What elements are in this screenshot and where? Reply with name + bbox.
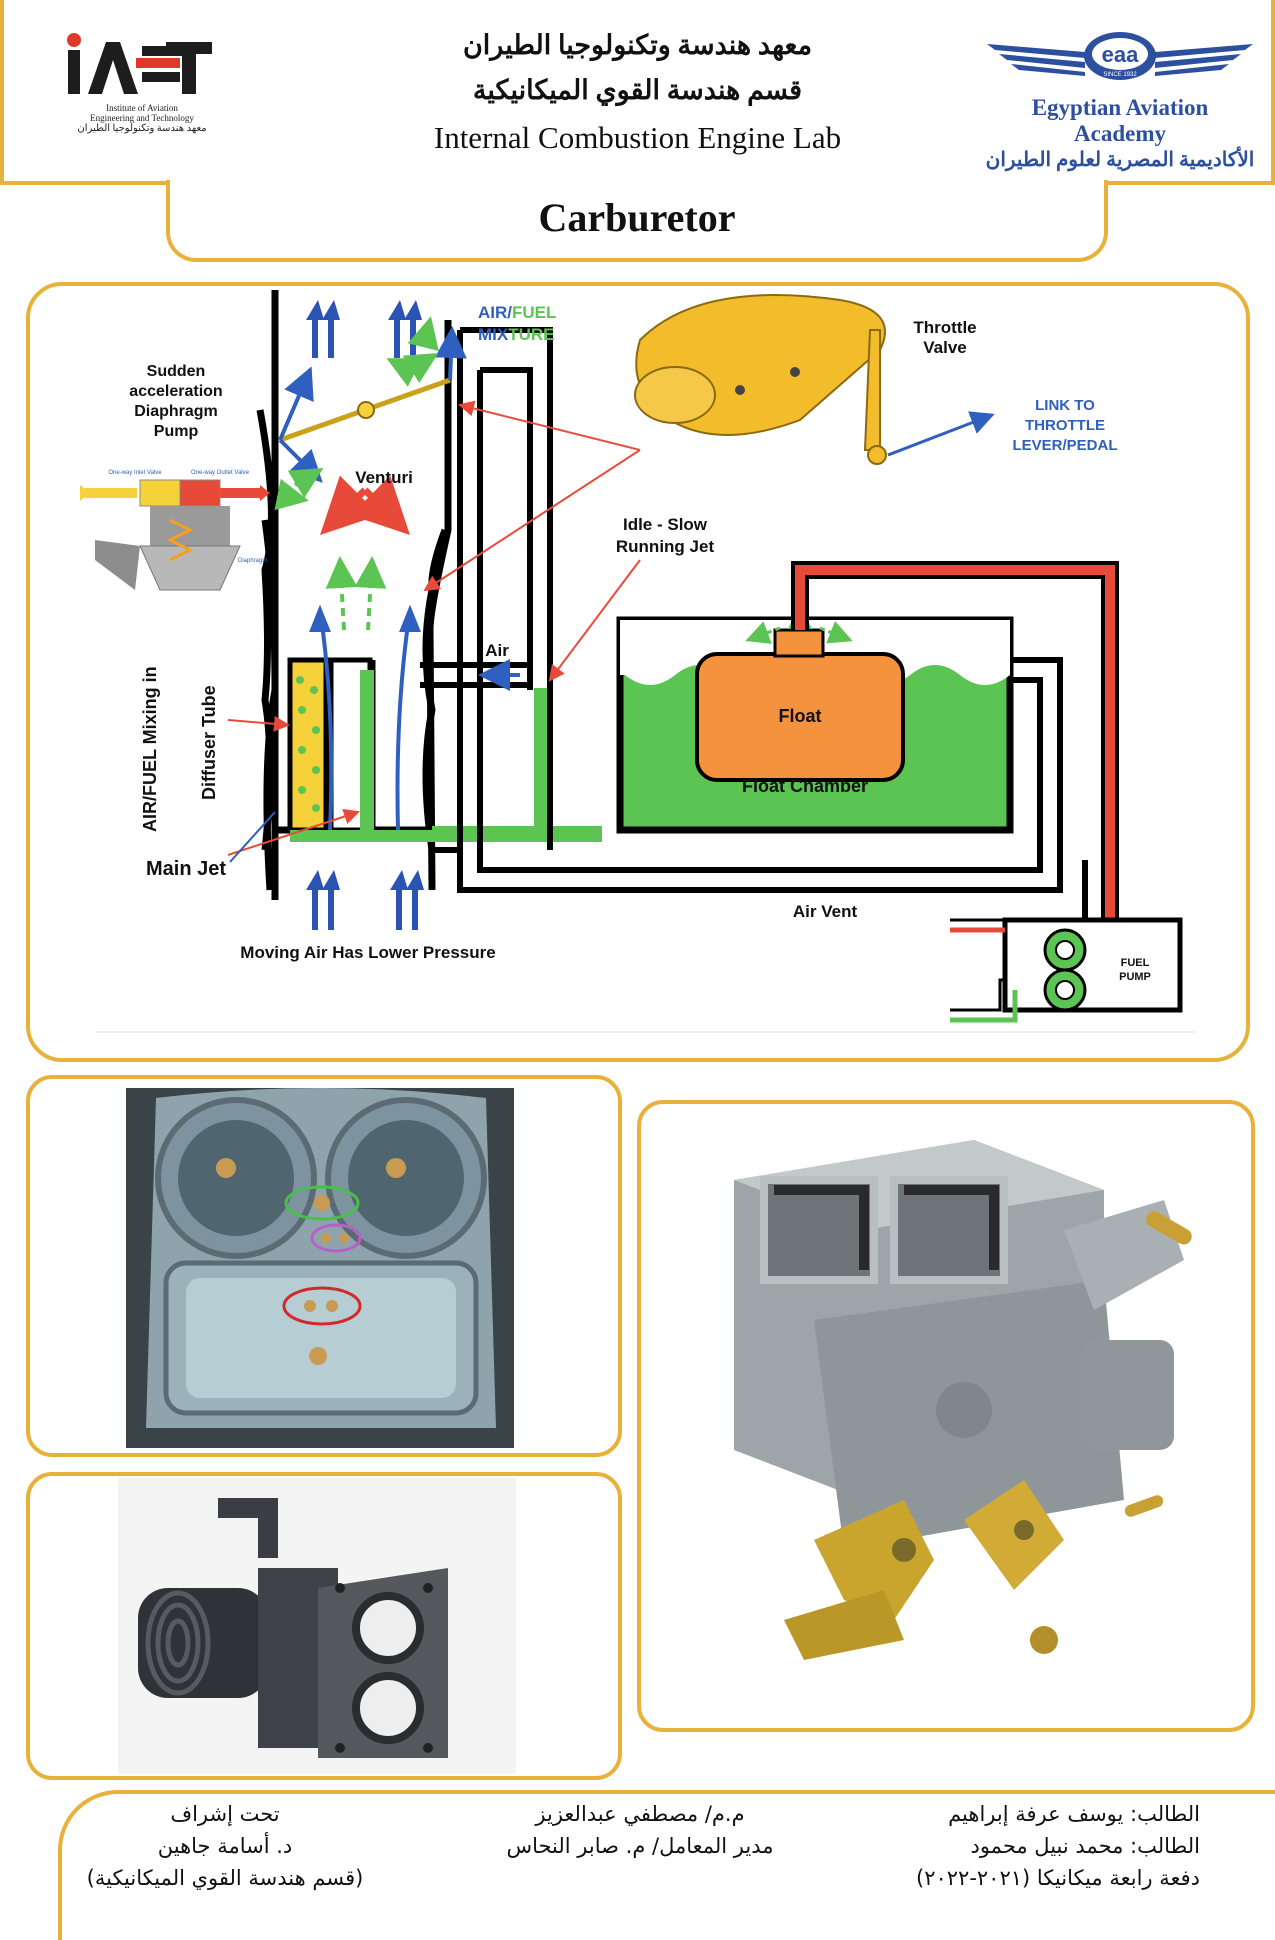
air-vent-label: Air Vent [793,902,858,921]
idle-label-1: Idle - Slow [623,515,708,534]
supervisor-name: د. أسامة جاهين [157,1834,293,1858]
assistant-name: م.م/ مصطفي عبدالعزيز [535,1802,745,1826]
carburetor-float-bowl-photo [126,1088,514,1448]
air-flow-lines [278,326,520,831]
mixture-label: MIXTURE [478,325,555,344]
eaa-badge-text: eaa [1102,42,1139,67]
float-label: Float [779,706,822,726]
header-lab: Internal Combustion Engine Lab [433,120,842,155]
diffuser-tube [287,657,329,833]
link-label-1: LINK TO [1035,397,1095,414]
diagram-panel [26,282,1250,1062]
throttle-valve-illustration [634,294,887,465]
link-label-2: THROTTLE [1025,417,1105,434]
venturi-arrows [320,475,410,535]
venturi-label: Venturi [355,468,413,487]
main-jet-label: Main Jet [146,858,226,880]
iaet-logo-line1: Institute of Aviation [106,103,178,113]
carburetor-side-photo [118,1478,516,1774]
diaphragm-label: Diaphragm [238,558,267,564]
footer-panel [58,1790,1275,1940]
fuel-passages [290,670,602,842]
float-chamber-label: Float Chamber [742,776,868,796]
iaet-logo: Institute of Aviation Engineering and Te… [62,28,222,168]
sudden-label-1: Sudden [147,363,206,380]
link-label-3: LEVER/PEDAL [1012,437,1117,454]
one-way-inlet-label: One-way Inlet Valve [108,470,162,476]
throttle-valve-label-1: Throttle [913,318,976,337]
sudden-label-2: acceleration [129,383,222,400]
one-way-outlet-label: One-way Outlet Valve [191,470,250,476]
title-box [166,180,1108,262]
moving-air-label: Moving Air Has Lower Pressure [240,943,495,962]
fuel-pump-label-1: FUEL [1121,957,1150,969]
diaphragm-pump-illustration [80,479,270,591]
mixture-arrows [274,316,439,631]
student-1: الطالب: يوسف عرفة إبراهيم [948,1802,1200,1826]
air-fuel-label: AIR/FUEL [478,303,556,322]
photo-panel-bottom-left [26,1472,622,1780]
lab-manager-name: مدير المعامل/ م. صابر النحاس [506,1834,774,1858]
header-department: قسم هندسة القوي الميكانيكية [472,75,803,105]
fuel-pump [1002,917,1183,1013]
sudden-label-3: Diaphragm [134,403,218,420]
mixing-label-2: Diffuser Tube [199,685,219,800]
supervision-title: تحت إشراف [170,1802,280,1826]
eaa-wings-icon: eaa SINCE 1932 [987,32,1253,80]
student-2: الطالب: محمد نبيل محمود [970,1834,1200,1858]
fuel-pump-label-2: PUMP [1119,971,1151,983]
throttle-valve-label-2: Valve [923,338,967,357]
batch-year: دفعة رابعة ميكانيكا (٢٠٢١-٢٠٢٢) [916,1866,1200,1890]
eaa-logo: eaa SINCE 1932 Egyptian Aviation Academy… [985,30,1255,171]
header-institute: معهد هندسة وتكنولوجيا الطيران [462,30,813,60]
venturi-walls [256,409,449,851]
idle-label-2: Running Jet [616,537,715,556]
sudden-label-4: Pump [154,423,199,440]
photo-panel-right [637,1100,1255,1732]
eaa-since-text: SINCE 1932 [1103,72,1137,78]
photo-panel-top-left [26,1075,622,1457]
carburetor-full-photo [664,1120,1234,1710]
lab-staff-block: م.م/ مصطفي عبدالعزيز مدير المعامل/ م. صا… [470,1798,810,1862]
students-block: الطالب: يوسف عرفة إبراهيم الطالب: محمد ن… [840,1798,1200,1894]
air-label: Air [485,641,509,660]
eaa-name-ar: الأكاديمية المصرية لعلوم الطيران [985,149,1255,171]
iaet-logo-line2: Engineering and Technology [90,113,194,123]
supervision-block: تحت إشراف د. أسامة جاهين (قسم هندسة القو… [60,1798,390,1894]
page-title: Carburetor [538,195,736,240]
eaa-name-en: Egyptian Aviation Academy [1031,95,1209,146]
carburetor-diagram: Float Float Chamber FUEL PUMP Throttle V… [80,290,1195,1033]
mixing-label-1: AIR/FUEL Mixing in [140,666,160,832]
supervisor-dept: (قسم هندسة القوي الميكانيكية) [86,1866,364,1890]
iaet-logo-mark [67,33,212,94]
iaet-logo-line3: معهد هندسة وتكنولوجيا الطيران [77,123,207,134]
